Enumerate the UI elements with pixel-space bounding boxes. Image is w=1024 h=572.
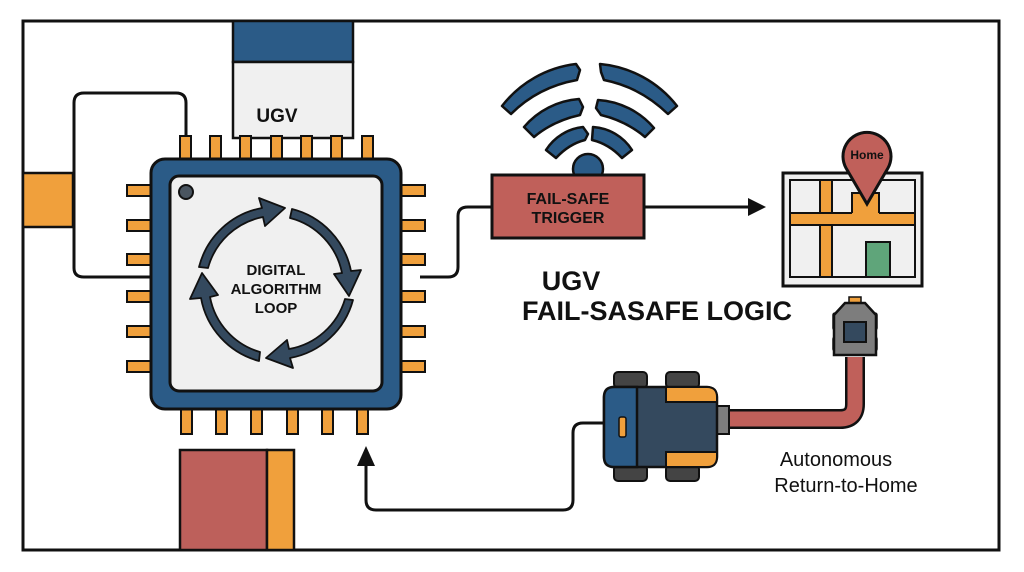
bottom-component-block: [178, 448, 296, 552]
chip-label-line2: ALGORITHM: [231, 281, 322, 298]
broken-wifi-icon: [500, 62, 679, 186]
chip-pin: [126, 360, 153, 373]
chip-pin: [399, 184, 426, 197]
trigger-label-line1: FAIL-SAFE: [527, 191, 610, 208]
chip-pin: [321, 407, 334, 435]
chip-pin: [180, 407, 193, 435]
ugv-strip: UGV: [231, 19, 355, 140]
left-connector-block: [21, 171, 75, 229]
feedback-arrow: [357, 421, 604, 512]
fail-safe-trigger: FAIL-SAFE TRIGGER: [490, 173, 646, 240]
trigger-to-map-arrow: [644, 198, 766, 216]
chip-pin: [361, 135, 374, 161]
chip-pin: [286, 407, 299, 435]
title-line1: UGV: [542, 266, 601, 296]
map-pin-icon: [841, 130, 893, 207]
chip-pin: [179, 135, 192, 161]
chip-pin: [215, 407, 228, 435]
chip-pin: [300, 135, 313, 161]
title-line2: FAIL-SASAFE LOGIC: [522, 296, 792, 326]
chip-pin: [209, 135, 222, 161]
chip-pin: [399, 325, 426, 338]
map-pin-label: Home: [850, 148, 884, 162]
ugv-strip-label: UGV: [256, 106, 298, 127]
chip-pin: [399, 290, 426, 303]
cycle-arrows-icon: [189, 197, 362, 369]
loop-wire: [72, 91, 188, 279]
trigger-label-line2: TRIGGER: [532, 210, 605, 227]
chip-label-line3: LOOP: [255, 300, 298, 317]
small-robot-icon: [832, 296, 878, 357]
chip-pin: [250, 407, 263, 435]
chip-pin: [270, 135, 283, 161]
return-path: [716, 357, 863, 427]
chip-label-line1: DIGITAL: [247, 262, 306, 279]
return-label-line1: Autonomous: [780, 449, 892, 471]
chip-pin: [126, 253, 153, 266]
pin1-marker-icon: [178, 184, 194, 200]
chip-pin: [126, 219, 153, 232]
chip-pin: [399, 253, 426, 266]
chip-pin: [399, 219, 426, 232]
chip-pin: [126, 290, 153, 303]
chip-pin: [330, 135, 343, 161]
home-map-icon: Home: [781, 130, 924, 288]
chip-to-trigger-wire: [420, 205, 492, 279]
chip-pin: [399, 360, 426, 373]
return-label-line2: Return-to-Home: [774, 475, 917, 497]
chip-pin: [356, 407, 369, 435]
robot-vehicle-icon: [602, 371, 730, 482]
chip-pin: [126, 325, 153, 338]
chip-pin: [126, 184, 153, 197]
chip-pin: [239, 135, 252, 161]
